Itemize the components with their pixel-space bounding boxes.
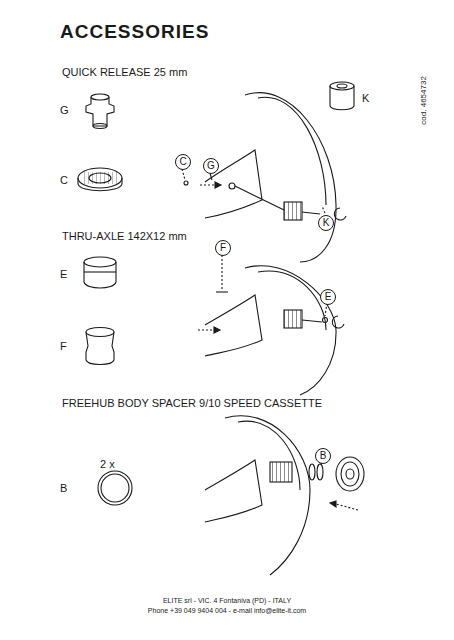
section-heading: FREEHUB BODY SPACER 9/10 SPEED CASSETTE — [62, 397, 322, 409]
part-letter: C — [60, 174, 68, 186]
callout-circle: F — [215, 240, 231, 256]
footer-contact: Phone +39 049 9404 004 - e-mail info@eli… — [148, 607, 306, 615]
callout-circle: B — [315, 448, 331, 464]
callout-letter: G — [207, 161, 215, 171]
part-letter: K — [362, 92, 369, 104]
callout-letter: F — [220, 243, 226, 253]
part-e — [84, 257, 116, 288]
callout-letter: C — [179, 157, 186, 167]
section-heading: THRU-AXLE 142X12 mm — [62, 230, 187, 242]
callout-letter: B — [320, 451, 327, 461]
part-c — [78, 168, 122, 191]
section-heading: QUICK RELEASE 25 mm — [62, 66, 187, 78]
callout-circle: K — [318, 215, 334, 231]
callout-letter: K — [323, 218, 330, 228]
part-k — [330, 82, 354, 110]
page-title: ACCESSORIES — [60, 22, 209, 43]
part-g — [86, 94, 114, 129]
frame-wheel — [205, 416, 364, 575]
product-code: cod. 4654732 — [420, 76, 429, 125]
callout-circle: G — [203, 158, 219, 174]
part-f — [86, 328, 114, 365]
part-letter: E — [60, 268, 67, 280]
callout-letter: E — [325, 292, 332, 302]
frame-wheel — [182, 93, 346, 262]
part-letter: G — [60, 104, 69, 116]
part-letter: F — [60, 340, 67, 352]
footer-address: ELITE srl - VIC. 4 Fontaniva (PD) - ITAL… — [163, 597, 291, 605]
part-letter: B — [60, 482, 67, 494]
callout-circle: E — [320, 289, 336, 305]
part-b — [98, 471, 132, 505]
frame-wheel — [198, 255, 344, 395]
quantity-note: 2 x — [100, 458, 115, 470]
callout-circle: C — [175, 154, 191, 170]
